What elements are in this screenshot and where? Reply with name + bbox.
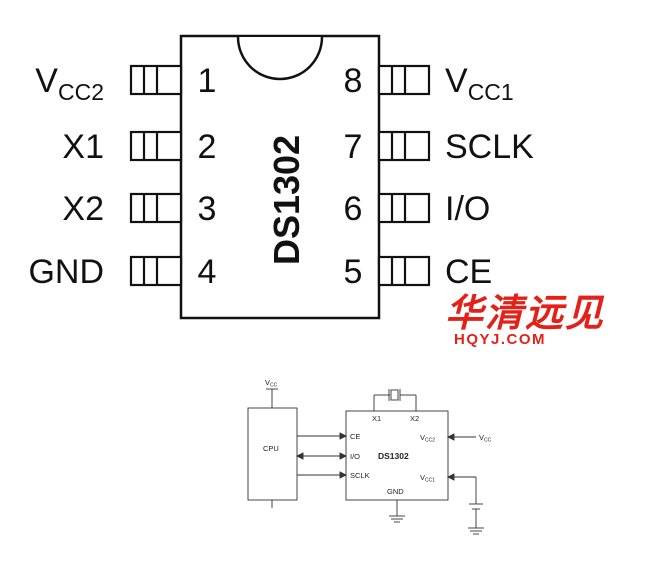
x1-label: X1 — [372, 414, 381, 423]
right-pin-number: 7 — [344, 128, 363, 166]
chip-pinout: DS1302 1 VCC2 2 X1 3 X2 4 GND 8 VCC1 7 SCLK 6 I/O 5 CE — [28, 34, 534, 320]
left-pin-number: 4 — [198, 253, 217, 291]
left-pin-label: VCC2 — [35, 62, 104, 105]
chip-notch — [236, 36, 324, 81]
right-pin-label: CE — [445, 253, 492, 291]
left-pin-label: GND — [28, 253, 104, 291]
pins-group: 1 VCC2 2 X1 3 X2 4 GND 8 VCC1 7 SCLK 6 I/O 5 CE — [28, 62, 534, 291]
left-pin-number: 2 — [198, 128, 217, 166]
x2-label: X2 — [410, 414, 419, 423]
circuit-schematic — [247, 388, 484, 535]
left-pin-label: X2 — [62, 190, 104, 228]
watermark-domain: HQYJ.COM — [454, 331, 546, 348]
right-pin-label: VCC1 — [445, 62, 514, 105]
watermark: 华清远见 HQYJ.COM — [445, 293, 605, 348]
ce-label: CE — [350, 432, 360, 441]
vcc2-label: VCC2 — [420, 433, 435, 444]
circuit-labels: CPU DS1302 VCC X1 X2 CE I/O SCLK VCC2 VC… — [263, 378, 492, 496]
chip-name: DS1302 — [266, 135, 307, 265]
gnd-label: GND — [387, 487, 404, 496]
chip-body — [179, 34, 381, 320]
sclk-label: SCLK — [350, 471, 370, 480]
right-pin-number: 8 — [344, 62, 363, 100]
cpu-box — [247, 407, 298, 501]
vcc-right-label: VCC — [479, 433, 492, 444]
vcc1-label: VCC1 — [420, 473, 435, 484]
ds1302-box-label: DS1302 — [378, 451, 409, 461]
right-pin-label: SCLK — [445, 128, 534, 166]
io-label: I/O — [350, 452, 360, 461]
right-pin-number: 6 — [344, 190, 363, 228]
left-pin-label: X1 — [62, 128, 104, 166]
cpu-label: CPU — [263, 444, 279, 453]
left-pin-number: 3 — [198, 190, 217, 228]
right-pin-number: 5 — [344, 253, 363, 291]
right-pin-label: I/O — [445, 190, 490, 228]
vcc-top-label: VCC — [265, 378, 278, 389]
watermark-chinese: 华清远见 — [445, 293, 605, 335]
left-pin-number: 1 — [198, 62, 217, 100]
